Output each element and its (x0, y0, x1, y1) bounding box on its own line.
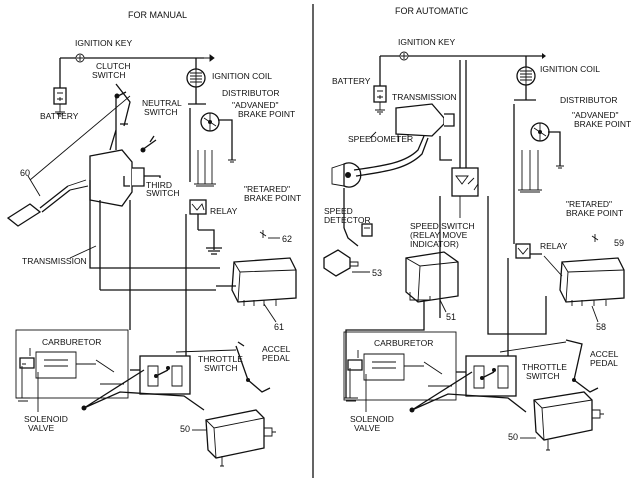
unit-50-manual (205, 409, 276, 467)
ref-61: 61 (274, 322, 284, 332)
label-speed-switch-1: SPEED SWITCH (410, 221, 475, 231)
label-advaned-brake-point-auto: BRAKE POINT (574, 119, 631, 129)
label-distributor-auto: DISTRIBUTOR (560, 95, 617, 105)
distributor-symbol (200, 112, 220, 132)
clutch-switch-symbol (114, 83, 131, 127)
screw-62 (259, 230, 267, 238)
label-speed-switch-3: INDICATOR) (410, 239, 459, 249)
ref-58: 58 (596, 322, 606, 332)
label-retared: "RETARED" (244, 184, 290, 194)
control-unit-51 (405, 251, 459, 303)
label-transmission: TRANSMISSION (22, 256, 87, 266)
label-advaned-auto: "ADVANED" (572, 110, 619, 120)
ref-60: 60 (20, 168, 30, 178)
automatic-panel: IGNITION KEY BATTERY IGNITION COIL TRANS… (323, 37, 631, 451)
label-accel-pedal-1: ACCEL (262, 344, 291, 354)
ref-53: 53 (372, 268, 382, 278)
label-accel-pedal-auto-2: PEDAL (590, 358, 618, 368)
speedometer-symbol (331, 162, 362, 188)
ignition-key-symbol-auto (399, 51, 409, 61)
label-retared-brake-point-auto: BRAKE POINT (566, 208, 623, 218)
label-clutch-switch-2: SWITCH (92, 70, 126, 80)
label-ignition-key: IGNITION KEY (75, 38, 132, 48)
ignition-coil-symbol-auto (516, 66, 536, 86)
speed-detector-53 (323, 249, 359, 277)
label-speed-switch-2: (RELAY MOVE (410, 230, 468, 240)
title-manual: FOR MANUAL (128, 10, 187, 20)
label-accel-pedal-auto-1: ACCEL (590, 349, 619, 359)
distributor-symbol-auto (530, 122, 550, 142)
label-retared-brake-point: BRAKE POINT (244, 193, 301, 203)
label-speed-detector-2: DETECTOR (324, 215, 371, 225)
label-distributor: DISTRIBUTOR (222, 88, 279, 98)
label-solenoid-valve-1: SOLENOID (24, 414, 68, 424)
label-neutral-switch-1: NEUTRAL (142, 98, 182, 108)
label-solenoid-valve-auto-1: SOLENOID (350, 414, 394, 424)
label-solenoid-valve-auto-2: VALVE (354, 423, 380, 433)
label-accel-pedal-2: PEDAL (262, 353, 290, 363)
label-carburetor: CARBURETOR (42, 337, 101, 347)
battery-symbol (53, 87, 67, 117)
battery-symbol-auto (373, 85, 387, 115)
label-third-switch-1: THIRD (146, 180, 172, 190)
label-third-switch-2: SWITCH (146, 188, 180, 198)
label-advaned-brake-point: BRAKE POINT (238, 109, 295, 119)
sensor-plug (361, 223, 373, 237)
title-automatic: FOR AUTOMATIC (395, 6, 469, 16)
label-ignition-key-auto: IGNITION KEY (398, 37, 455, 47)
label-advaned: "ADVANED" (232, 100, 279, 110)
ref-50-auto: 50 (508, 432, 518, 442)
label-speedometer: SPEEDOMETER (348, 134, 413, 144)
label-clutch-switch-1: CLUTCH (96, 61, 130, 71)
carburetor-symbol-auto (343, 331, 457, 401)
label-relay-auto: RELAY (540, 241, 568, 251)
screw-59 (591, 234, 599, 242)
throttle-switch-manual (139, 355, 191, 395)
relay-symbol-manual (189, 199, 207, 215)
part-60-plug (6, 179, 89, 227)
ignition-coil-symbol (186, 68, 206, 88)
label-ignition-coil: IGNITION COIL (212, 71, 272, 81)
ref-59: 59 (614, 238, 624, 248)
label-throttle-switch-2: SWITCH (204, 363, 238, 373)
label-speed-detector-1: SPEED (324, 206, 353, 216)
label-throttle-switch-auto-1: THROTTLE (522, 362, 567, 372)
label-retared-auto: "RETARED" (566, 199, 612, 209)
control-unit-61 (216, 257, 297, 306)
label-ignition-coil-auto: IGNITION COIL (540, 64, 600, 74)
ref-50-manual: 50 (180, 424, 190, 434)
label-battery-auto: BATTERY (332, 76, 371, 86)
label-battery: BATTERY (40, 111, 79, 121)
transmission-symbol-auto (395, 103, 455, 142)
label-relay-manual: RELAY (210, 206, 238, 216)
label-throttle-switch-1: THROTTLE (198, 354, 243, 364)
label-carburetor-auto: CARBURETOR (374, 338, 433, 348)
ignition-key-symbol (75, 53, 85, 63)
label-transmission-auto: TRANSMISSION (392, 92, 457, 102)
manual-panel: IGNITION KEY BATTERY CLUTCH SWITCH IGNIT… (6, 38, 301, 467)
label-neutral-switch-2: SWITCH (144, 107, 178, 117)
control-unit-58 (559, 257, 625, 306)
carburetor-symbol (15, 329, 129, 399)
label-throttle-switch-auto-2: SWITCH (526, 371, 560, 381)
unit-50-auto (533, 391, 604, 451)
ref-62: 62 (282, 234, 292, 244)
transmission-symbol (89, 135, 157, 207)
label-solenoid-valve-2: VALVE (28, 423, 54, 433)
throttle-switch-auto (465, 355, 517, 397)
speed-switch-relay (451, 167, 479, 197)
relay-symbol-auto (515, 243, 531, 259)
ref-51: 51 (446, 312, 456, 322)
